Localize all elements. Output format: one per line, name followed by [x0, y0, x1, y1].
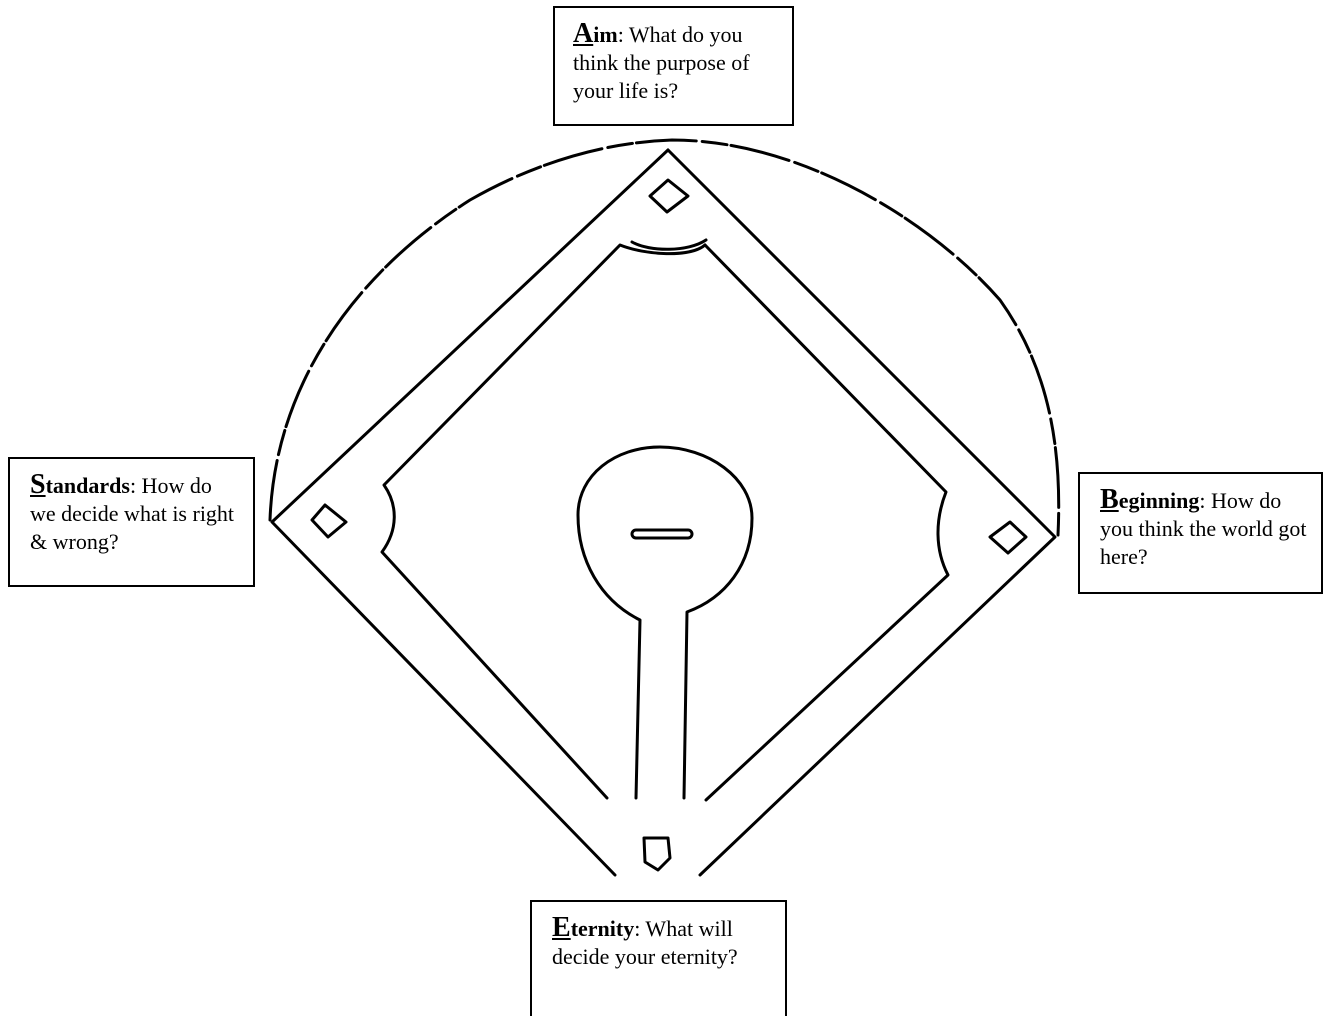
second-base-cutout — [632, 240, 706, 249]
home-plate — [644, 838, 670, 870]
aim-initial: A — [573, 18, 593, 49]
aim-term: Aim — [573, 22, 618, 47]
second-base — [650, 180, 688, 212]
pitchers-mound — [578, 447, 752, 798]
eternity-term-rest: ternity — [571, 916, 635, 941]
standards-question-box: Standards: How do we decide what is righ… — [8, 457, 255, 587]
eternity-term: Eternity — [552, 916, 634, 941]
standards-term-rest: tandards — [46, 473, 130, 498]
third-base — [312, 505, 346, 537]
pitchers-rubber — [632, 530, 692, 538]
beginning-term-rest: eginning — [1119, 488, 1200, 513]
outfield-fence-arc — [270, 140, 1059, 535]
outer-diamond-right — [668, 150, 1055, 875]
inner-diamond-left — [382, 245, 705, 798]
beginning-term: Beginning — [1100, 488, 1199, 513]
eternity-initial: E — [552, 912, 571, 943]
beginning-question-box: Beginning: How do you think the world go… — [1078, 472, 1323, 594]
inner-diamond-right — [705, 245, 948, 800]
aim-term-rest: im — [593, 22, 617, 47]
standards-term: Standards — [30, 473, 130, 498]
outer-diamond-left — [272, 150, 668, 875]
standards-initial: S — [30, 469, 46, 500]
eternity-question-box: Eternity: What will decide your eternity… — [530, 900, 787, 1016]
beginning-initial: B — [1100, 484, 1119, 515]
first-base — [990, 522, 1026, 553]
aim-question-box: Aim: What do you think the purpose of yo… — [553, 6, 794, 126]
